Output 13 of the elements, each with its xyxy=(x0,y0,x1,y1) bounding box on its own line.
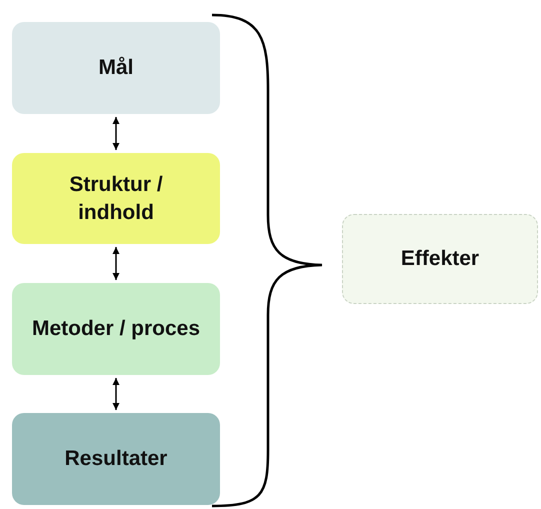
double-arrow xyxy=(112,378,120,410)
process-box xyxy=(12,22,220,114)
box-label: Effekter xyxy=(400,246,480,272)
double-arrow xyxy=(112,247,120,280)
box-label: Resultater xyxy=(64,446,168,472)
process-box xyxy=(12,413,220,505)
result-box xyxy=(342,214,538,304)
double-arrow xyxy=(112,117,120,150)
box-label: Struktur / indhold xyxy=(68,172,164,226)
process-box xyxy=(12,153,220,244)
box-label: Mål xyxy=(98,55,134,82)
box-label: Metoder / proces xyxy=(32,316,200,342)
process-box xyxy=(12,283,220,375)
